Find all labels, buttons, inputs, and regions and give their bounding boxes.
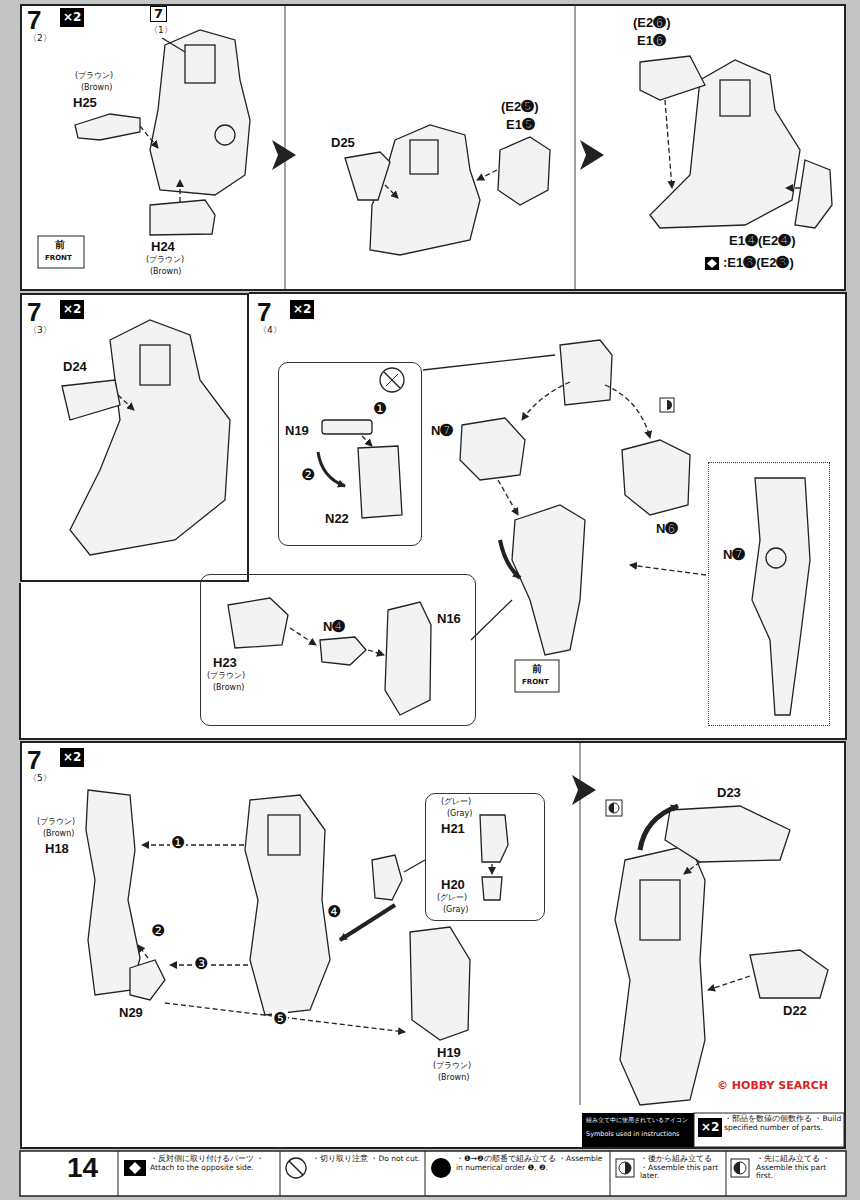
color-note: (ブラウン) (36, 818, 76, 827)
part-label: :E1❸(E2❸) (722, 256, 795, 270)
part-label: H24 (150, 240, 176, 254)
part-label: E1❹(E2❹) (728, 234, 796, 248)
substep-number: 〈2〉 (27, 34, 53, 44)
color-note: (Brown) (212, 684, 245, 693)
part-label: H18 (44, 842, 70, 856)
part-label: N19 (284, 424, 310, 438)
quantity-badge: ×2 (698, 1118, 722, 1137)
legend-heading: Symbols used in instructions (585, 1131, 680, 1138)
color-note: (Gray) (446, 810, 473, 819)
part-label: N❼ (430, 424, 454, 438)
watermark: © HOBBY SEARCH (716, 1080, 829, 1092)
part-label: E1❻ (636, 34, 667, 48)
order-number: ❷ (150, 922, 166, 940)
quantity-badge: ×2 (60, 300, 84, 319)
front-icon-label: 前 (531, 663, 543, 674)
step-number: 7 (256, 298, 272, 327)
part-label: N16 (436, 612, 462, 626)
part-label: H21 (440, 822, 466, 836)
part-label: (E2❻) (632, 16, 672, 30)
legend-text: ・部品を数値の個数作る ・Build specified number of p… (724, 1115, 842, 1132)
legend-text: ・先に組み立てる ・Assemble this part first. (756, 1155, 842, 1181)
part-label: N❻ (655, 522, 679, 536)
part-label: H23 (212, 656, 238, 670)
part-label: N22 (324, 512, 350, 526)
color-note: (Brown) (149, 268, 182, 277)
step-panel: 7〈2〉×27〈1〉(ブラウン)(Brown)H25H24(ブラウン)(Brow… (20, 4, 846, 291)
substep-number: 〈4〉 (257, 326, 283, 336)
legend-heading: 組み立て中に使用されているアイコン (585, 1117, 689, 1124)
legend-text: ・後から組み立てる ・Assemble this part later. (640, 1155, 722, 1181)
part-label: D25 (330, 136, 356, 150)
legend-text: ・切り取り注意 ・Do not cut. (312, 1155, 420, 1164)
substep-number: 〈3〉 (27, 326, 53, 336)
quantity-badge: ×2 (290, 300, 314, 319)
order-number: ❸ (193, 955, 209, 973)
step-number: 7 (26, 6, 42, 35)
substep-number: 〈1〉 (148, 26, 174, 36)
part-label: H20 (440, 878, 466, 892)
part-label: H25 (72, 96, 98, 110)
detail-inset: H23 (ブラウン) (Brown) N❹ N16 (200, 574, 476, 726)
front-icon-label: 前 (54, 239, 66, 250)
part-label: (E2❺) (500, 100, 540, 114)
step-number: 7 (26, 746, 42, 775)
step-number: 7 (26, 298, 42, 327)
part-label: N❹ (322, 620, 346, 634)
color-note: (Brown) (42, 830, 75, 839)
part-label: H19 (436, 1046, 462, 1060)
color-note: (Gray) (442, 906, 469, 915)
color-note: (Brown) (80, 84, 113, 93)
order-number: ❹ (326, 903, 342, 921)
order-number: ❶ (372, 400, 388, 418)
page-number: 14 (66, 1153, 99, 1184)
color-note: (グレー) (440, 798, 472, 807)
color-note: (ブラウン) (145, 256, 185, 265)
detail-inset: N❼ (708, 462, 830, 726)
color-note: (ブラウン) (74, 72, 114, 81)
detail-inset: N19 ❶ ❷ N22 (278, 362, 422, 546)
step-panel: 7〈4〉×2N❼N❻前FRONTN19❶❷N22H23(ブラウン)(Brown)… (20, 293, 846, 739)
reference-step: 7 (150, 6, 167, 22)
front-icon-label: FRONT (44, 255, 73, 263)
part-label: N❼ (722, 548, 746, 562)
part-label: D23 (716, 786, 742, 800)
substep-number: 〈5〉 (27, 774, 53, 784)
order-number: ❶ (170, 834, 186, 852)
step-panel: 7〈3〉 ×2D24 (20, 293, 249, 582)
color-note: (ブラウン) (206, 672, 246, 681)
part-label: E1❺ (505, 118, 536, 132)
quantity-badge: ×2 (60, 8, 84, 27)
color-note: (グレー) (436, 894, 468, 903)
quantity-badge: ×2 (60, 748, 84, 767)
part-label: D22 (782, 1004, 808, 1018)
color-note: (Brown) (437, 1074, 470, 1083)
part-label: N29 (118, 1006, 144, 1020)
order-number: ❺ (272, 1010, 288, 1028)
detail-inset: (グレー) (Gray) H21H20 (グレー) (Gray) (425, 793, 545, 921)
front-icon-label: FRONT (521, 679, 550, 687)
legend-text: ・❶→❷の順番で組み立てる ・Assemble in numerical ord… (456, 1155, 606, 1172)
order-number: ❷ (300, 466, 316, 484)
color-note: (ブラウン) (432, 1062, 472, 1071)
legend-text: ・反対側に取り付けるパーツ ・Attach to the opposite si… (150, 1155, 276, 1172)
part-label: D24 (62, 360, 88, 374)
